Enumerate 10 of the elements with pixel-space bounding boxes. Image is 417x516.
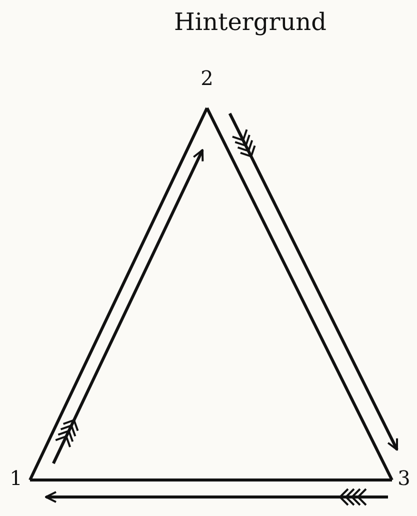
triangle-side bbox=[206, 107, 394, 481]
triangle-side bbox=[28, 107, 208, 481]
vertex-number: 2 bbox=[200, 68, 214, 88]
diagram-title: Hintergrund bbox=[174, 10, 326, 34]
arrow bbox=[45, 488, 388, 506]
triangle-side bbox=[30, 478, 392, 482]
arrow bbox=[228, 112, 398, 451]
vertex-number: 1 bbox=[10, 468, 22, 488]
vertex-number: 3 bbox=[398, 468, 410, 488]
arrow bbox=[52, 149, 204, 464]
